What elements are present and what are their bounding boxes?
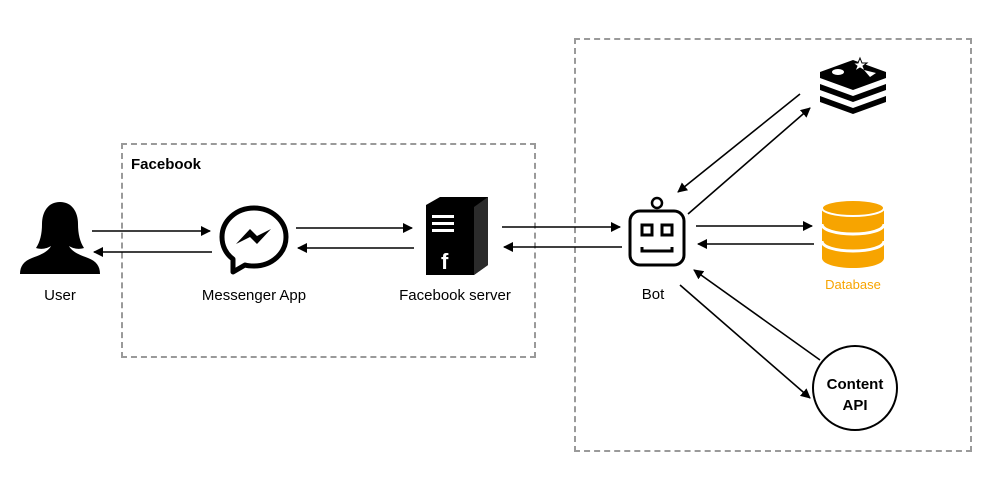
edge-content-api-to-bot bbox=[693, 269, 821, 361]
server-icon: f bbox=[426, 197, 488, 275]
content-api-label-line2: API bbox=[842, 397, 868, 414]
edge-bot-to-redis bbox=[687, 107, 811, 215]
database-icon bbox=[820, 199, 886, 268]
edge-bot-to-content-api bbox=[679, 284, 811, 399]
bot-infrastructure-group-box bbox=[574, 38, 972, 452]
user-silhouette-icon bbox=[20, 202, 100, 274]
facebook-group-title: Facebook bbox=[131, 156, 202, 173]
messenger-label: Messenger App bbox=[201, 287, 307, 304]
svg-text:f: f bbox=[441, 249, 449, 274]
content-api-node bbox=[812, 345, 898, 431]
edge-redis-to-bot bbox=[677, 93, 801, 193]
robot-icon bbox=[628, 196, 686, 267]
user-label: User bbox=[44, 287, 76, 304]
facebook-group-box bbox=[121, 143, 536, 358]
content-api-label-line1: Content bbox=[826, 376, 884, 393]
redis-icon bbox=[820, 56, 886, 114]
database-label: Database bbox=[825, 277, 881, 292]
bot-label: Bot bbox=[641, 286, 665, 303]
fb-server-label: Facebook server bbox=[399, 287, 511, 304]
messenger-icon bbox=[219, 205, 289, 275]
